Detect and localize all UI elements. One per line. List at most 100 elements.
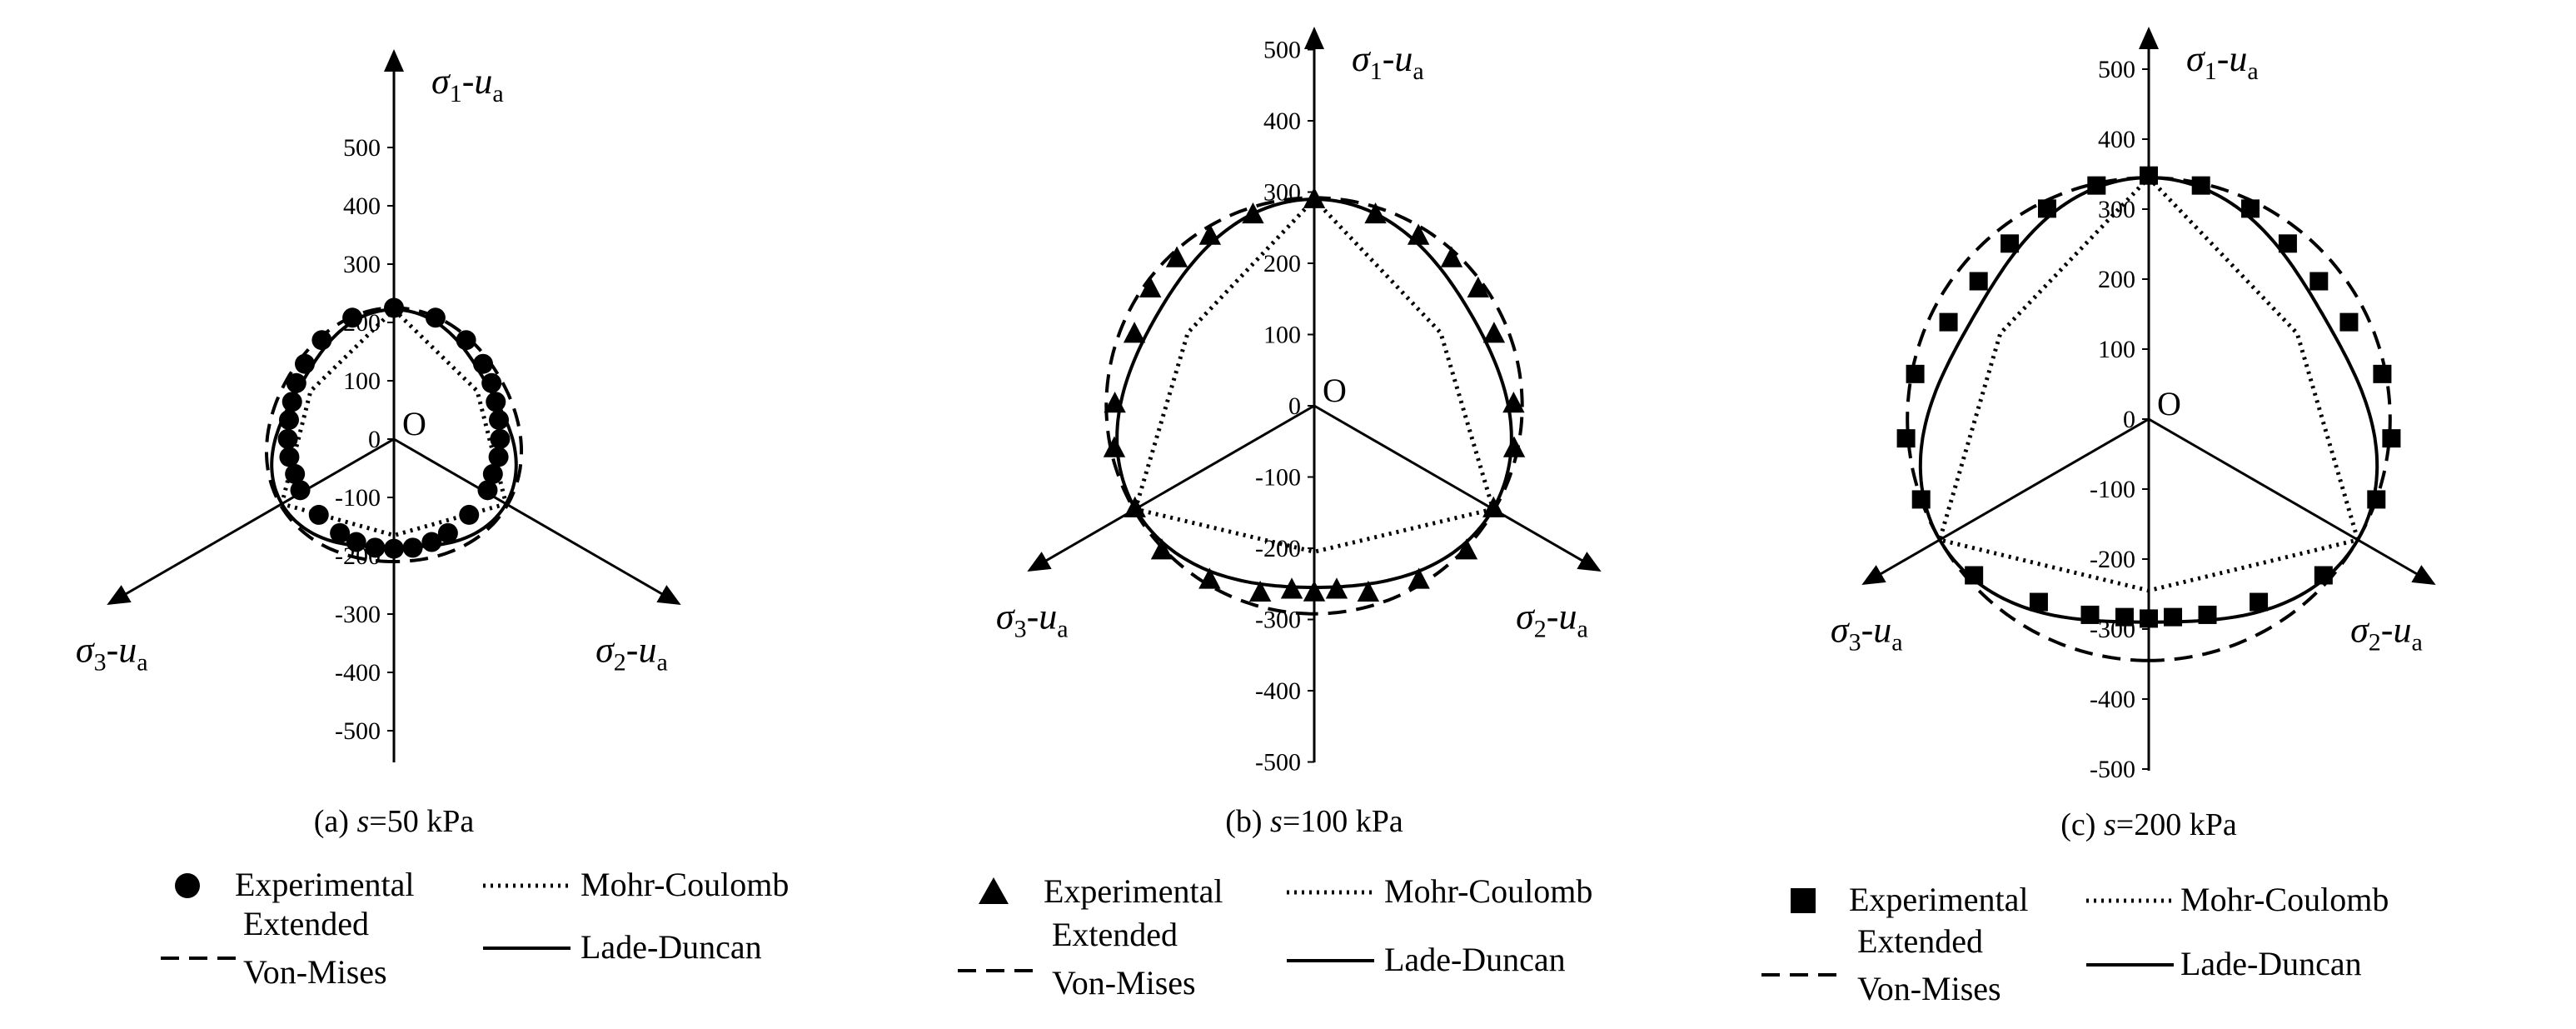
y-tick-label: 100	[1263, 322, 1301, 349]
experimental-point	[2314, 566, 2333, 585]
sigma3-axis	[107, 437, 395, 606]
panel-caption: (a) s=50 kPa	[314, 804, 475, 839]
experimental-point	[286, 372, 306, 393]
y-tick-label: 500	[2098, 56, 2135, 83]
experimental-point	[1103, 436, 1126, 457]
experimental-point	[2140, 166, 2158, 185]
experimental-point	[2309, 272, 2329, 291]
experimental-point	[1242, 202, 1264, 224]
experimental-point	[486, 392, 506, 412]
experimental-point	[1124, 496, 1146, 517]
experimental-point	[1408, 567, 1430, 589]
experimental-point	[1502, 436, 1526, 457]
panel-3: 5004003002001000-100-200-300-400-500Oσ1-…	[1761, 27, 2436, 1007]
experimental-point	[1139, 276, 1162, 298]
y-tick-label: -300	[335, 601, 381, 628]
experimental-point	[421, 532, 442, 552]
experimental-point	[279, 447, 300, 467]
experimental-point	[402, 537, 423, 558]
experimental-point	[330, 522, 351, 543]
experimental-point	[1482, 496, 1505, 517]
legend-experimental-label: Experimental	[1044, 872, 1223, 910]
experimental-point	[2198, 605, 2217, 624]
y-tick-label: 200	[2098, 266, 2135, 293]
experimental-point	[2373, 364, 2392, 383]
legend-lade-label: Lade-Duncan	[1384, 941, 1566, 978]
experimental-point	[2115, 607, 2134, 627]
mohr-coulomb-curve	[1936, 174, 2361, 593]
experimental-point	[2080, 605, 2100, 624]
experimental-point	[2367, 490, 2386, 509]
experimental-point	[2139, 609, 2158, 628]
sigma1-label: σ1-ua	[1352, 38, 1424, 85]
experimental-point	[1303, 187, 1326, 208]
panel-1: 5004003002001000-100-200-300-400-500Oσ1-…	[76, 49, 789, 991]
y-tick-label: -500	[335, 717, 381, 745]
sigma1-label: σ1-ua	[2186, 38, 2259, 85]
experimental-point	[1440, 246, 1463, 267]
experimental-point	[1165, 246, 1188, 267]
experimental-point	[437, 522, 458, 543]
experimental-point	[1198, 567, 1221, 589]
experimental-point	[2029, 592, 2048, 612]
experimental-point	[1248, 580, 1272, 602]
experimental-point	[1965, 566, 1984, 585]
sigma3-axis	[1027, 404, 1315, 572]
experimental-point	[2241, 199, 2260, 218]
y-tick-label: 0	[368, 426, 381, 453]
y-tick-label: 200	[1263, 250, 1301, 277]
panel-caption: (c) s=200 kPa	[2060, 807, 2237, 842]
y-tick-label: -200	[2090, 546, 2135, 573]
y-tick-label: 400	[2098, 126, 2135, 153]
legend-evm-label-line2: Von-Mises	[243, 953, 387, 991]
legend-marker-circle	[175, 873, 200, 898]
y-tick-label: 0	[2123, 406, 2135, 433]
experimental-point	[1280, 577, 1303, 599]
sigma2-axis	[393, 437, 681, 606]
experimental-point	[456, 330, 476, 351]
experimental-point	[2037, 199, 2056, 218]
experimental-point	[1911, 490, 1931, 509]
legend-mohr-label: Mohr-Coulomb	[580, 866, 789, 903]
experimental-point	[311, 330, 332, 351]
legend-experimental-label: Experimental	[235, 866, 414, 903]
experimental-point	[459, 504, 480, 525]
y-tick-label: -100	[1255, 464, 1301, 492]
experimental-point	[1357, 580, 1380, 602]
legend-evm-label-line2: Von-Mises	[1857, 970, 2001, 1007]
y-tick-label: -200	[1255, 535, 1301, 562]
legend-mohr-label: Mohr-Coulomb	[1384, 872, 1592, 910]
legend-lade-label: Lade-Duncan	[2180, 945, 2362, 982]
experimental-point	[277, 428, 298, 449]
sigma2-label: σ2-ua	[1516, 597, 1588, 643]
experimental-point	[282, 392, 302, 412]
origin-label: O	[402, 405, 426, 442]
panel-caption: (b) s=100 kPa	[1225, 804, 1403, 839]
experimental-point	[384, 297, 404, 318]
experimental-point	[1906, 364, 1925, 383]
experimental-point	[489, 409, 510, 430]
experimental-point	[1467, 276, 1490, 298]
experimental-point	[1150, 538, 1173, 560]
legend-evm-label-line1: Extended	[243, 905, 369, 942]
experimental-point	[1364, 202, 1387, 224]
sigma3-label: σ3-ua	[76, 630, 148, 677]
legend-evm-label-line1: Extended	[1052, 916, 1178, 953]
y-tick-label: -500	[2090, 756, 2135, 783]
experimental-point	[2382, 429, 2401, 448]
experimental-point	[342, 307, 363, 328]
legend-mohr-label: Mohr-Coulomb	[2180, 881, 2389, 918]
sigma3-label: σ3-ua	[1831, 610, 1903, 657]
experimental-point	[1407, 223, 1430, 245]
experimental-point	[2339, 312, 2359, 332]
y-tick-label: 300	[343, 251, 381, 278]
legend-1: Experimental Mohr-CoulombExtendedVon-Mise…	[161, 866, 789, 991]
experimental-point	[1325, 577, 1348, 599]
experimental-point	[2087, 176, 2106, 195]
experimental-point	[1198, 223, 1222, 245]
y-tick-label: -100	[2090, 476, 2135, 503]
sigma2-label: σ2-ua	[2350, 610, 2423, 657]
